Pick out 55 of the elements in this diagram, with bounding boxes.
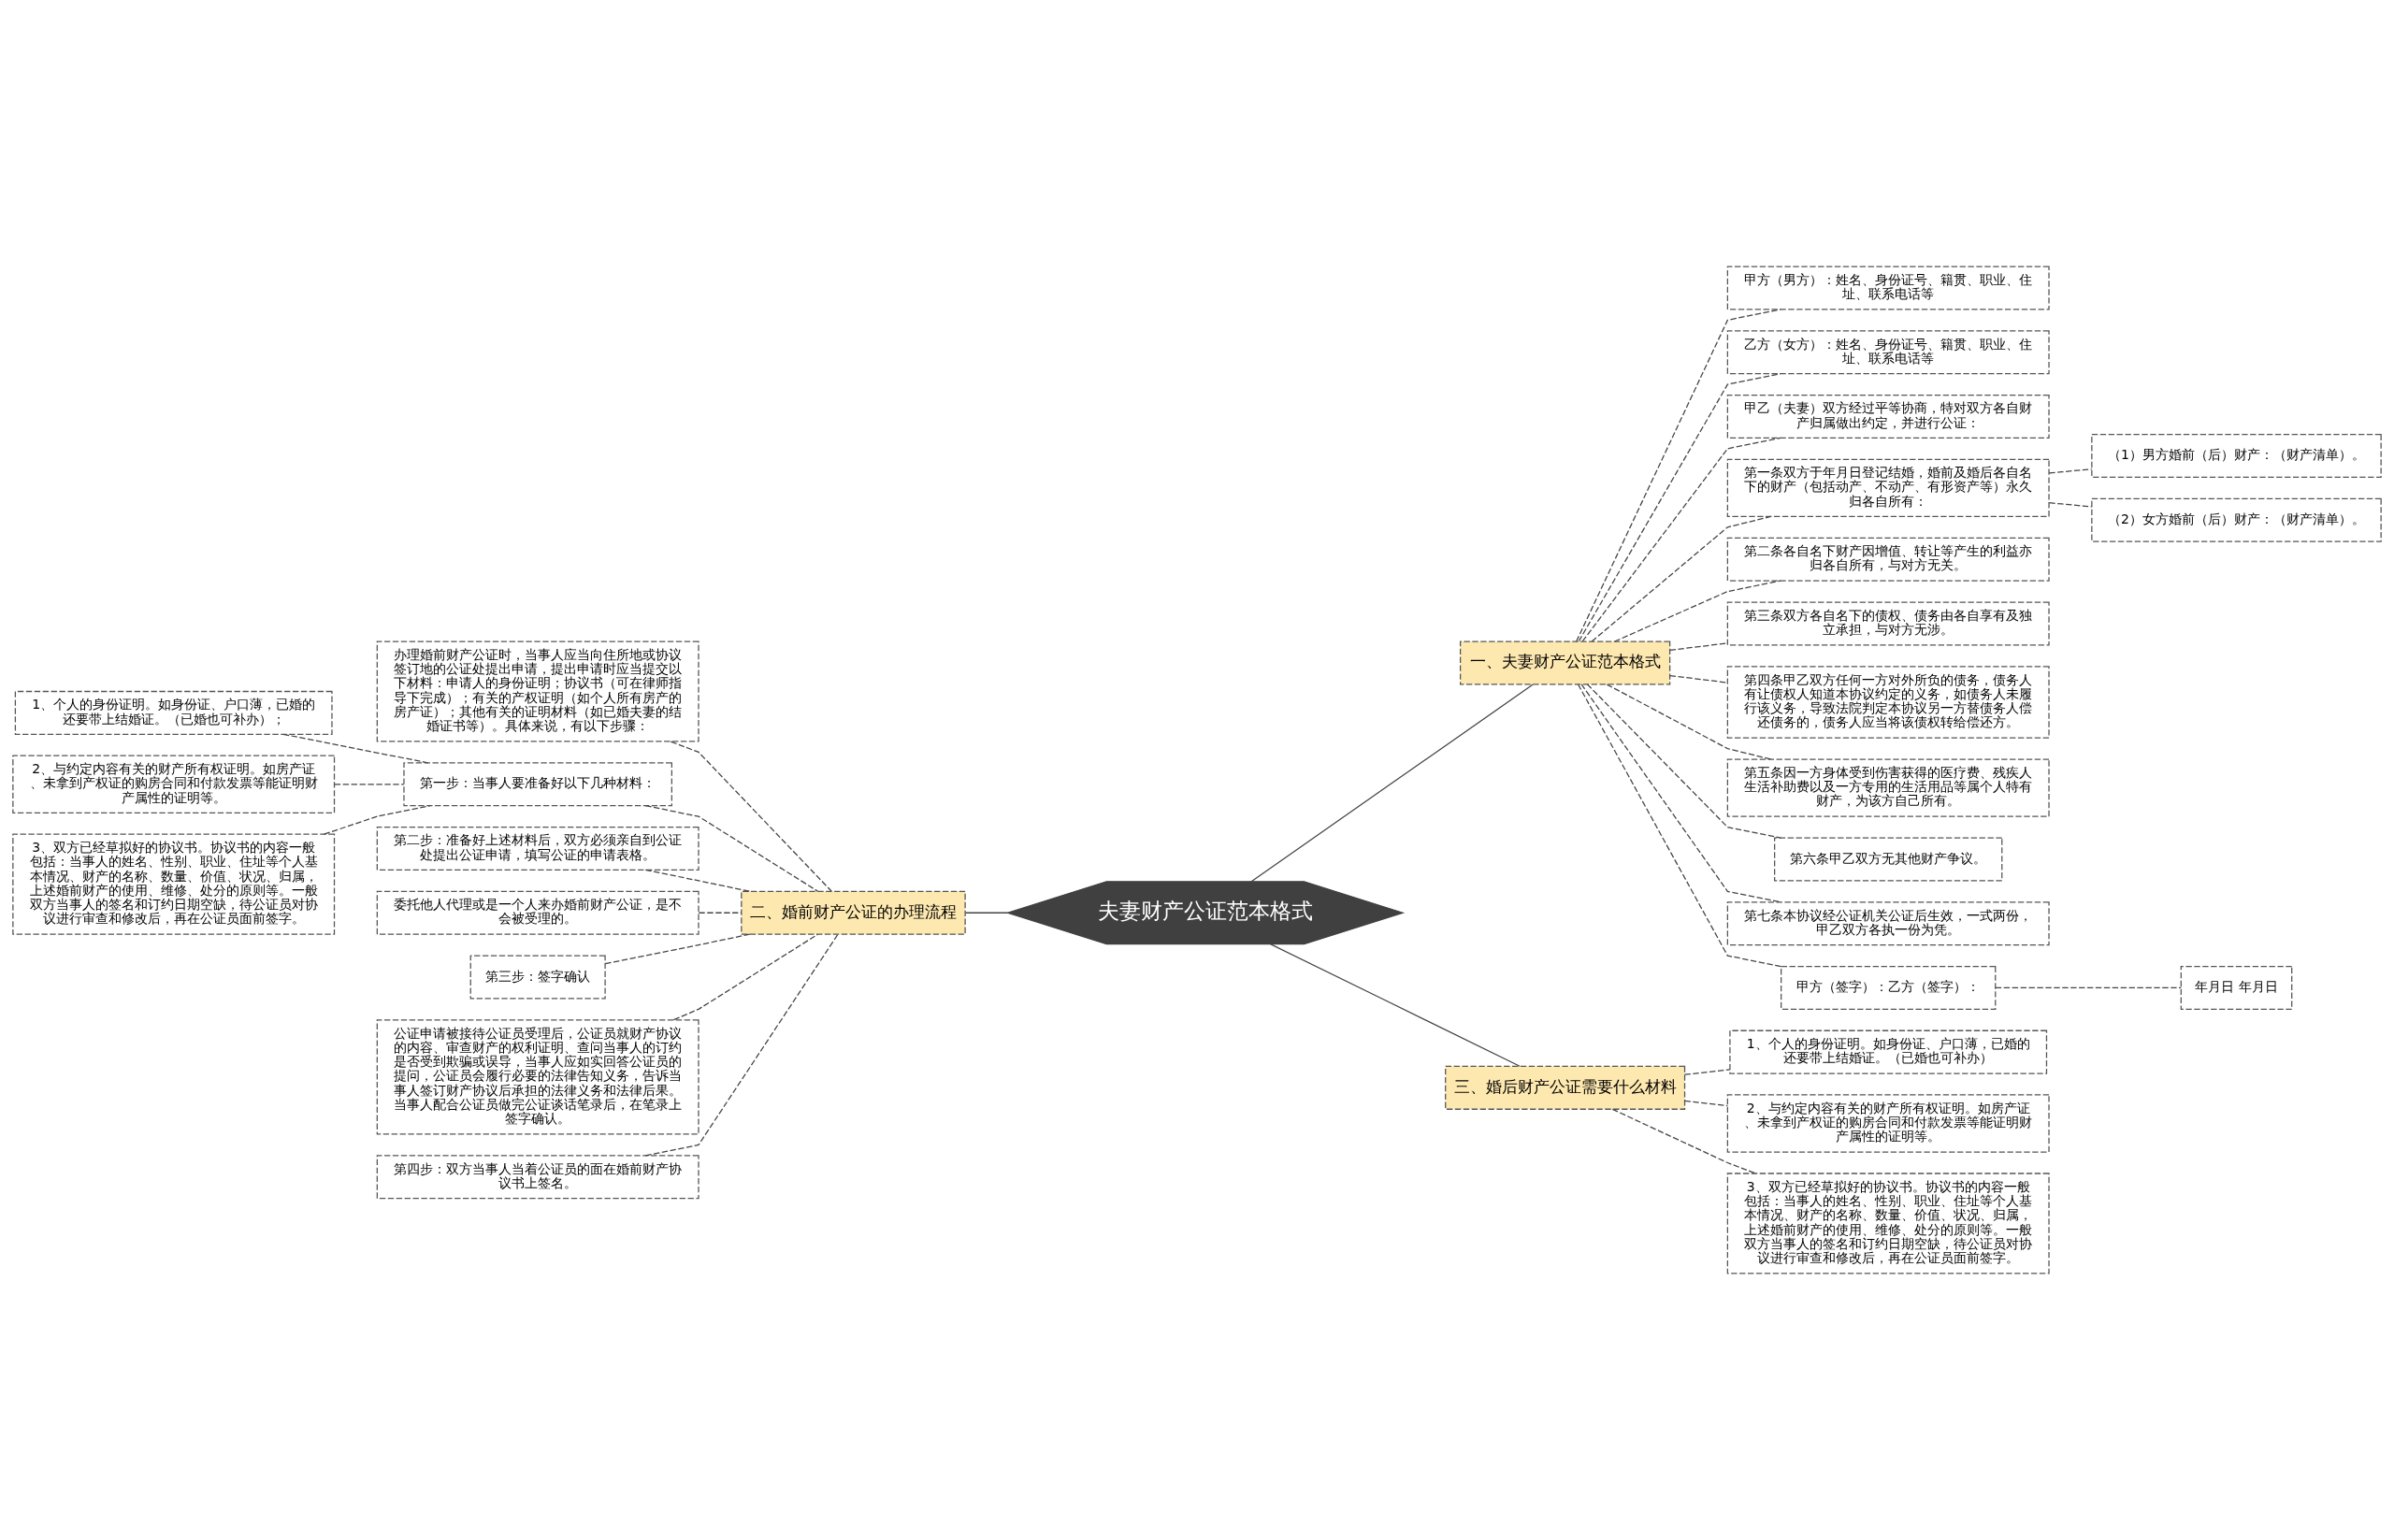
connector [1580, 684, 1781, 903]
connector [1577, 684, 1782, 968]
connector [1669, 642, 1728, 651]
connector [672, 933, 818, 1021]
connector [1995, 986, 2182, 989]
node-box: 年月日 年月日 [2180, 965, 2293, 1010]
node-box: 一、夫妻财产公证范本格式 [1459, 640, 1671, 685]
connector [644, 933, 839, 1157]
connector [1606, 684, 1772, 760]
connector [334, 784, 405, 785]
node-box: 第一条双方于年月日登记结婚，婚前及婚后各自名下的财产（包括动产、不动产、有形资产等）永久归各自所有： [1726, 458, 2050, 518]
node-box: 1、个人的身份证明。如身份证、户口薄，已婚的还要带上结婚证。（已婚也可补办） [1729, 1029, 2048, 1074]
connector [698, 912, 743, 914]
node-box: 3、双方已经草拟好的协议书。协议书的内容一般包括：当事人的姓名、性别、职业、住址等个人基本情况、财产的名称、数量、价值、状况、归属，上述婚前财产的使用、维修、处分的原则等。一般双方当事人的签名和订约日期空缺，待公证员对协议进行审查和修改后，再在公证员面前签字。 [12, 833, 336, 935]
connector [1591, 515, 1772, 642]
node-box: 三、婚后财产公证需要什么材料 [1445, 1065, 1686, 1110]
connector [644, 805, 818, 892]
connector [670, 741, 832, 892]
node-box: 甲方（男方）：姓名、身份证号、籍贯、职业、住址、联系电话等 [1726, 266, 2050, 310]
connector [323, 805, 431, 835]
node-box: 第四步：双方当事人当着公证员的面在婚前财产协议书上签名。 [376, 1155, 699, 1200]
node-box: 3、双方已经草拟好的协议书。协议书的内容一般包括：当事人的姓名、性别、职业、住址等个人基本情况、财产的名称、数量、价值、状况、归属，上述婚前财产的使用、维修、处分的原则等。一般双方当事人的签名和订约日期空缺，待公证员对协议进行审查和修改后，再在公证员面前签字。 [1726, 1173, 2050, 1274]
connector [1611, 1108, 1756, 1174]
node-box: 甲方（签字）：乙方（签字）： [1781, 965, 1997, 1010]
node-box: 第三条双方各自名下的债权、债务由各自享有及独立承担，与对方无涉。 [1726, 601, 2050, 646]
node-box: 2、与约定内容有关的财产所有权证明。如房产证、未拿到产权证的购房合同和付款发票等能证明财产属性的证明等。 [12, 755, 336, 813]
connector [604, 933, 751, 965]
node-box: 第三步：签字确认 [469, 955, 606, 1000]
connector [1578, 373, 1781, 642]
connector [1669, 674, 1728, 684]
node-box: 公证申请被接待公证员受理后，公证员就财产协议的内容、审查财产的权利证明、查问当事人的订约是否受到欺骗或误导，当事人应如实回答公证员的提问，公证员会履行必要的法律告知义务，告诉当事人签订财产协议后承担的法律义务和法律后果。当事人配合公证员做完公证谈话笔录后，在笔录上签字确认。 [376, 1019, 699, 1135]
connector [1250, 684, 1534, 883]
connector [1684, 1100, 1728, 1107]
node-box: 第二步：准备好上述材料后，双方必须亲自到公证处提出公证申请，填写公证的申请表格。 [376, 826, 699, 871]
connector [2048, 502, 2093, 508]
connector [1269, 943, 1521, 1067]
node-box: 二、婚前财产公证的办理流程 [741, 890, 966, 935]
node-box: （2）女方婚前（后）财产：（财产清单）。 [2091, 497, 2382, 542]
node-box: 2、与约定内容有关的财产所有权证明。如房产证、未拿到产权证的购房合同和付款发票等能证明财产属性的证明等。 [1726, 1094, 2050, 1153]
connector [964, 912, 1009, 914]
connector [1684, 1069, 1731, 1075]
connector [2048, 468, 2093, 474]
node-box: 第一步：当事人要准备好以下几种材料： [403, 762, 672, 807]
node-box: 甲乙（夫妻）双方经过平等协商，特对双方各自财产归属做出约定，并进行公证： [1726, 394, 2050, 439]
node-box: 第六条甲乙双方无其他财产争议。 [1774, 837, 2003, 882]
node-box: 委托他人代理或是一个人来办婚前财产公证，是不会被受理的。 [376, 890, 699, 935]
node-box: （1）男方婚前（后）财产：（财产清单）。 [2091, 433, 2382, 478]
node-box: 办理婚前财产公证时，当事人应当向住所地或协议签订地的公证处提出申请，提出申请时应当提交以下材料：申请人的身份证明；协议书（可在律师指导下完成）；有关的产权证明（如个人所有房产的房产证）；其他有关的证明材料（如已婚夫妻的结婚证书等）。具体来说，有以下步骤： [376, 640, 699, 742]
node-box: 第二条各自名下财产因增值、转让等产生的利益亦归各自所有，与对方无关。 [1726, 537, 2050, 582]
node-box: 1、个人的身份证明。如身份证、户口薄，已婚的还要带上结婚证。（已婚也可补办）； [14, 690, 333, 735]
connector [1586, 684, 1781, 839]
node-box: 乙方（女方）：姓名、身份证号、籍贯、职业、住址、联系电话等 [1726, 330, 2050, 375]
node-box: 第七条本协议经公证机关公证后生效，一式两份，甲乙双方各执一份为凭。 [1726, 901, 2050, 946]
node-box: 第四条甲乙双方任何一方对外所负的债务，债务人有让债权人知道本协议约定的义务，如债务人未履行该义务，导致法院判定本协议另一方替债务人偿还债务的，债务人应当将该债权转给偿还方。 [1726, 666, 2050, 739]
node-box: 第五条因一方身体受到伤害获得的医疗费、残疾人生活补助费以及一方专用的生活用品等属个人特有财产，为该方自己所有。 [1726, 758, 2050, 817]
